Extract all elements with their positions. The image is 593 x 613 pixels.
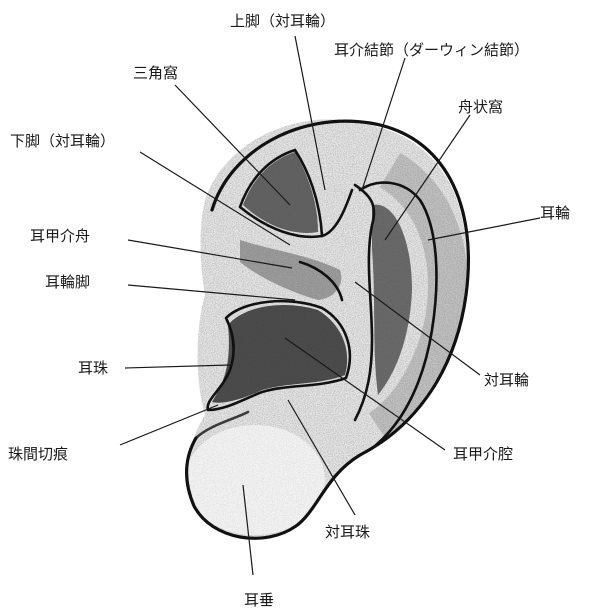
label-tragus: 耳珠 bbox=[78, 359, 108, 377]
label-cavum-conchae: 耳甲介腔 bbox=[453, 445, 513, 463]
label-darwin-tubercle: 耳介結節（ダーウィン結節） bbox=[334, 41, 529, 59]
label-cymba-conchae: 耳甲介舟 bbox=[30, 227, 90, 245]
label-earlobe: 耳垂 bbox=[244, 591, 274, 609]
label-lower-crus: 下脚（対耳輪） bbox=[10, 132, 115, 150]
label-antihelix: 対耳輪 bbox=[484, 371, 529, 389]
label-scaphoid-fossa: 舟状窩 bbox=[458, 98, 503, 116]
label-upper-crus: 上脚（対耳輪） bbox=[230, 12, 335, 30]
label-intertragic-notch: 珠間切痕 bbox=[8, 445, 68, 463]
label-crus-of-helix: 耳輪脚 bbox=[45, 273, 90, 291]
label-helix: 耳輪 bbox=[540, 204, 570, 222]
label-antitragus: 対耳珠 bbox=[325, 523, 370, 541]
label-triangular-fossa: 三角窩 bbox=[133, 64, 178, 82]
